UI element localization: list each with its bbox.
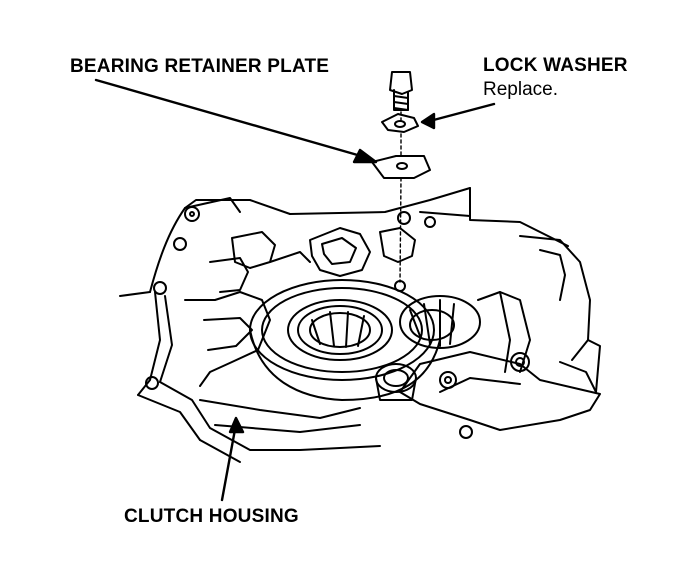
clutch-housing-flange [119,187,569,463]
bearing-retainer-plate [371,155,431,179]
retainer-bolt-hole [394,280,406,292]
right-housing [399,235,601,431]
casting-ribs [184,227,416,433]
arrow-retainer-plate [94,78,370,160]
bearing-assembly [249,279,441,401]
label-lock-washer: LOCK WASHER [483,55,628,76]
leader-arrows [94,78,496,502]
label-clutch-housing: CLUTCH HOUSING [124,506,299,527]
alignment-line [399,111,402,283]
lock-washer [381,113,419,133]
bolt [389,71,413,111]
arrow-clutch-housing [220,422,238,502]
label-lock-washer-note: Replace. [483,79,558,100]
drain-boss [375,363,417,401]
flange-bolt-holes [145,206,473,439]
arrow-lock-washer [424,102,496,124]
label-bearing-retainer-plate: BEARING RETAINER PLATE [70,56,330,77]
